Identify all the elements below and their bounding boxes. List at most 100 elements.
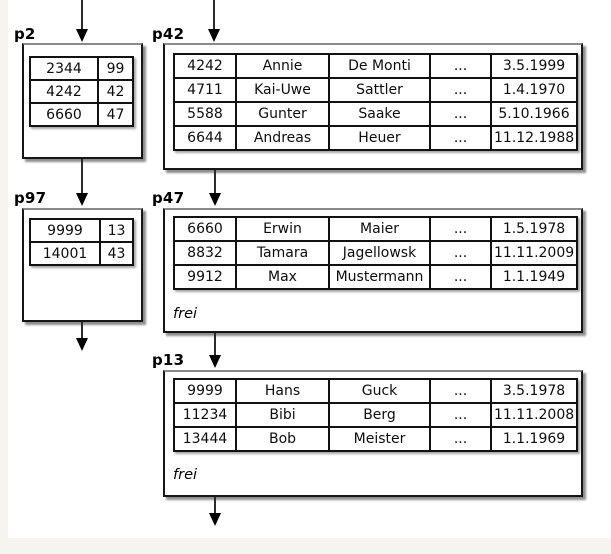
arrow-line	[214, 170, 216, 194]
table-cell: Annie	[235, 53, 330, 79]
table-cell: 6660	[29, 102, 99, 127]
index-table-p97: 9999 13 14001 43	[29, 218, 134, 266]
table-cell: ...	[429, 125, 492, 151]
table-cell: Meister	[328, 426, 431, 452]
table-row: 9999 Hans Guck ... 3.5.1978	[173, 378, 578, 404]
table-cell: 6644	[173, 125, 237, 151]
table-row: 9912 Max Mustermann ... 1.1.1949	[173, 264, 578, 290]
table-cell: Max	[235, 264, 330, 290]
table-cell: Guck	[328, 378, 431, 404]
table-cell: Bob	[235, 426, 330, 452]
table-row: 4242 42	[29, 79, 134, 104]
table-row: 4711 Kai-Uwe Sattler ... 1.4.1970	[173, 77, 578, 103]
page-label-p13: p13	[152, 351, 185, 369]
table-cell: 6660	[173, 216, 237, 242]
table-cell: De Monti	[328, 53, 431, 79]
table-cell: Saake	[328, 101, 431, 127]
table-row: 13444 Bob Meister ... 1.1.1969	[173, 426, 578, 452]
page-margin-left	[0, 0, 8, 554]
arrow-line	[81, 159, 83, 194]
data-table-p47: 6660 Erwin Maier ... 1.5.1978 8832 Tamar…	[173, 216, 578, 290]
table-cell: 5588	[173, 101, 237, 127]
arrow-top-to-p42	[208, 0, 220, 42]
table-row: 5588 Gunter Saake ... 5.10.1966	[173, 101, 578, 127]
table-cell: 4711	[173, 77, 237, 103]
table-cell: 11.11.2008	[490, 402, 578, 428]
table-cell: ...	[429, 264, 492, 290]
arrow-down-icon	[76, 193, 88, 206]
table-cell: Tamara	[235, 240, 330, 266]
table-cell: 1.1.1949	[490, 264, 578, 290]
arrow-line	[213, 0, 215, 31]
arrow-down-icon	[209, 513, 221, 526]
table-cell: 3.5.1999	[490, 53, 578, 79]
table-cell: 3.5.1978	[490, 378, 578, 404]
arrow-p97-out	[76, 322, 88, 351]
arrow-line	[81, 322, 83, 339]
table-row: 6660 47	[29, 102, 134, 127]
table-cell: 11.11.2009	[490, 240, 578, 266]
table-cell: 9912	[173, 264, 237, 290]
table-cell: Heuer	[328, 125, 431, 151]
table-cell: 9999	[173, 378, 237, 404]
arrow-line	[81, 0, 83, 31]
table-cell: ...	[429, 53, 492, 79]
arrow-down-icon	[76, 29, 88, 42]
table-row: 6644 Andreas Heuer ... 11.12.1988	[173, 125, 578, 151]
arrow-down-icon	[209, 193, 221, 206]
table-cell: ...	[429, 426, 492, 452]
arrow-p42-to-p47	[209, 170, 221, 206]
table-cell: Mustermann	[328, 264, 431, 290]
table-cell: 42	[97, 79, 134, 104]
table-cell: 1.1.1969	[490, 426, 578, 452]
table-row: 2344 99	[29, 56, 134, 81]
page-margin-bottom	[0, 538, 611, 554]
table-cell: ...	[429, 77, 492, 103]
arrow-line	[214, 497, 216, 514]
table-row: 14001 43	[29, 241, 134, 266]
arrow-p47-to-p13	[209, 333, 221, 368]
table-cell: Kai-Uwe	[235, 77, 330, 103]
table-cell: 4242	[29, 79, 99, 104]
index-table-p2: 2344 99 4242 42 6660 47	[29, 56, 134, 127]
table-cell: 14001	[29, 241, 101, 266]
data-table-p13: 9999 Hans Guck ... 3.5.1978 11234 Bibi B…	[173, 378, 578, 452]
table-cell: Erwin	[235, 216, 330, 242]
table-cell: 99	[97, 56, 134, 81]
page-label-p97: p97	[14, 189, 47, 207]
table-cell: ...	[429, 402, 492, 428]
table-cell: 1.4.1970	[490, 77, 578, 103]
table-row: 11234 Bibi Berg ... 11.11.2008	[173, 402, 578, 428]
page-label-p42: p42	[152, 25, 185, 43]
data-table-p42: 4242 Annie De Monti ... 3.5.1999 4711 Ka…	[173, 53, 578, 151]
table-cell: Bibi	[235, 402, 330, 428]
free-space-label-p13: frei	[173, 467, 198, 483]
table-cell: Sattler	[328, 77, 431, 103]
page-label-p47: p47	[152, 189, 185, 207]
arrow-down-icon	[76, 338, 88, 351]
table-cell: 43	[99, 241, 134, 266]
table-cell: Berg	[328, 402, 431, 428]
table-cell: Hans	[235, 378, 330, 404]
table-cell: 13	[99, 218, 134, 243]
table-cell: ...	[429, 101, 492, 127]
arrow-line	[214, 333, 216, 356]
arrow-p2-to-p97	[76, 159, 88, 206]
table-cell: 2344	[29, 56, 99, 81]
table-cell: Gunter	[235, 101, 330, 127]
table-cell: 11.12.1988	[490, 125, 578, 151]
table-cell: Jagellowsk	[328, 240, 431, 266]
table-cell: ...	[429, 216, 492, 242]
table-cell: Andreas	[235, 125, 330, 151]
table-cell: ...	[429, 378, 492, 404]
table-cell: 9999	[29, 218, 101, 243]
table-cell: 47	[97, 102, 134, 127]
table-row: 6660 Erwin Maier ... 1.5.1978	[173, 216, 578, 242]
table-cell: ...	[429, 240, 492, 266]
table-cell: 13444	[173, 426, 237, 452]
table-cell: 4242	[173, 53, 237, 79]
table-cell: 1.5.1978	[490, 216, 578, 242]
table-cell: Maier	[328, 216, 431, 242]
page-label-p2: p2	[14, 25, 36, 43]
table-cell: 8832	[173, 240, 237, 266]
